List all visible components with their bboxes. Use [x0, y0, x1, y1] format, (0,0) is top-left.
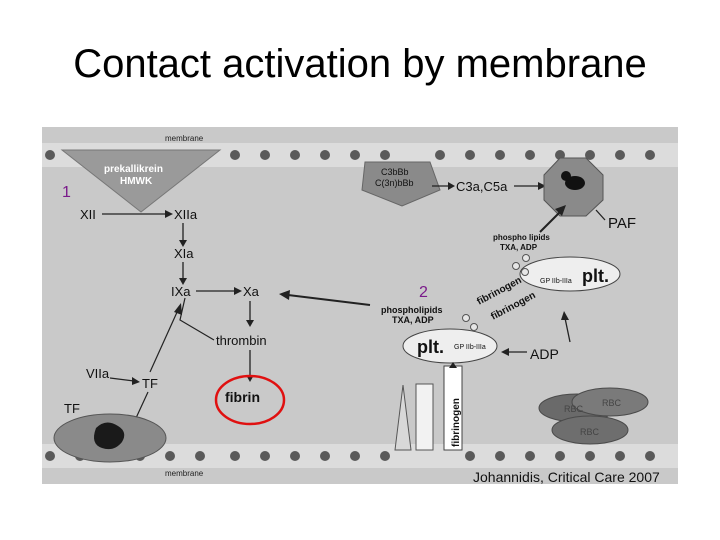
viia-label: VIIa [86, 366, 110, 381]
c3nbbb-label: C(3n)bBb [375, 178, 414, 188]
gp-mid-label: GP IIb-IIIa [454, 344, 486, 351]
tf-mid-label: TF [142, 376, 158, 391]
prekallikrein-triangle [60, 149, 222, 213]
thrombin-label: thrombin [216, 333, 267, 348]
platelet-middle [402, 328, 498, 364]
phospholipids-mid-label: phospholipids [381, 305, 443, 315]
c3a-c5a-label: C3a,C5a [456, 179, 508, 194]
flat-platelet-shape [415, 383, 434, 451]
rbc-1-label: RBC [564, 404, 584, 414]
rbc-shape-2 [571, 387, 649, 417]
xia-label: XIa [174, 246, 194, 261]
marker-1: 1 [62, 184, 71, 201]
plt-mid-label: plt. [417, 337, 444, 357]
txa-adp-top-label: TXA, ADP [500, 243, 538, 252]
xa-label: Xa [243, 284, 260, 299]
fibrinogen-vertical-label: fibrinogen [451, 398, 462, 447]
plt-top-label: plt. [582, 266, 609, 286]
slide-title: Contact activation by membrane [73, 42, 647, 86]
cell-nucleus [94, 422, 125, 450]
paf-label: PAF [608, 215, 636, 232]
c3bbb-label: C3bBb [381, 167, 409, 177]
thrombin-feedback-line [179, 297, 215, 341]
spike-shape-left [394, 384, 412, 451]
platelet-top [519, 256, 621, 292]
membrane-top-label: membrane [165, 134, 204, 143]
fibrin-label: fibrin [225, 389, 260, 405]
xii-label: XII [80, 207, 96, 222]
xiia-label: XIIa [174, 207, 198, 222]
tf-left-label: TF [64, 401, 80, 416]
prekallikrein-label: prekallikrein [104, 164, 163, 175]
rbc-2-label: RBC [602, 398, 622, 408]
marker-2: 2 [419, 284, 428, 301]
phospholipids-top-label: phospho lipids [493, 233, 550, 242]
hmwk-label: HMWK [120, 176, 153, 187]
fibrin-highlight-circle [214, 374, 286, 426]
adp-label: ADP [530, 346, 559, 362]
rbc-shape-3 [551, 415, 629, 445]
txa-adp-mid-label: TXA, ADP [392, 315, 434, 325]
ixa-label: IXa [171, 284, 191, 299]
membrane-bottom-label: membrane [165, 469, 204, 478]
citation-label: Johannidis, Critical Care 2007 [473, 469, 660, 485]
platelet-to-xa-arrow [287, 294, 371, 306]
rbc-3-label: RBC [580, 427, 600, 437]
complement-pentagon [361, 161, 441, 207]
gp-top-label: GP IIb-IIIa [540, 278, 572, 285]
